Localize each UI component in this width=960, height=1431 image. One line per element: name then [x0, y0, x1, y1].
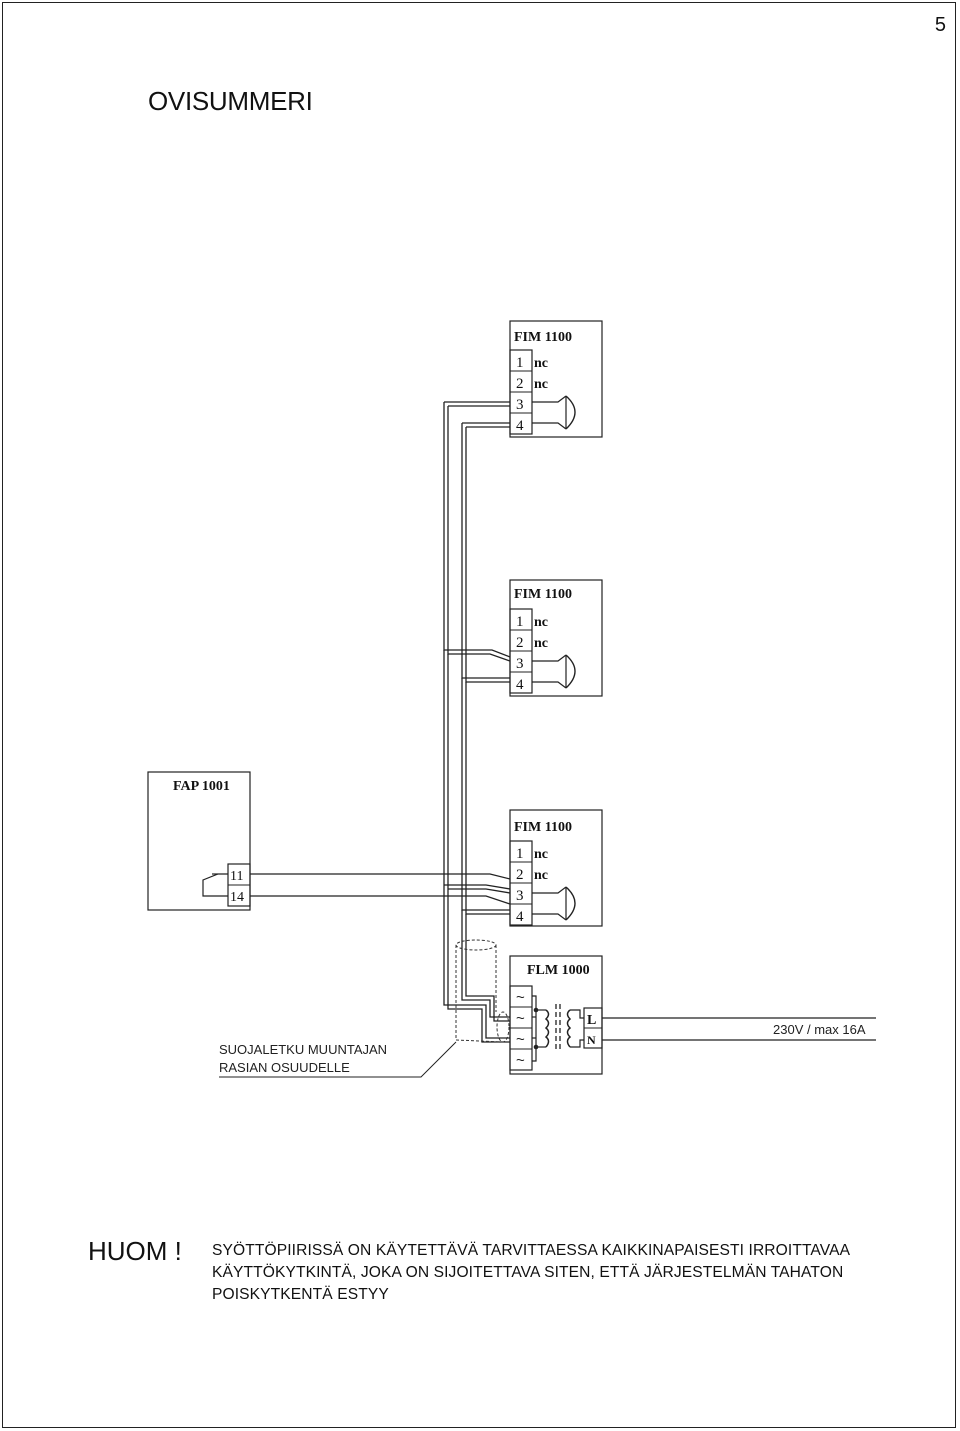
transformer-icon	[532, 995, 584, 1062]
nc-label: nc	[534, 615, 548, 630]
protective-conduit	[455, 939, 510, 1043]
fim-module-1: FIM 1100 1 2 3 4 nc nc	[509, 320, 603, 438]
nc-label: nc	[534, 868, 548, 883]
ac-input-3: ~	[516, 1031, 525, 1048]
terminal-2: 2	[516, 376, 524, 392]
terminal-4: 4	[516, 677, 524, 693]
supply-rating-label: 230V / max 16A	[773, 1022, 866, 1037]
bus-wiring	[250, 401, 511, 1043]
nc-label: nc	[534, 377, 548, 392]
conduit-note-line-2: RASIAN OSUUDELLE	[219, 1060, 350, 1075]
buzzer-icon	[532, 654, 576, 689]
ac-input-1: ~	[516, 989, 525, 1006]
nc-label: nc	[534, 847, 548, 862]
mains-l-terminal: L	[587, 1013, 596, 1028]
note-body: SYÖTTÖPIIRISSÄ ON KÄYTETTÄVÄ TARVITTAESS…	[212, 1240, 912, 1306]
fim-module-name: FIM 1100	[514, 587, 572, 602]
flm-module-name: FLM 1000	[527, 963, 590, 978]
buzzer-icon	[532, 886, 576, 921]
note-line-2: KÄYTTÖKYTKINTÄ, JOKA ON SIJOITETTAVA SIT…	[212, 1264, 844, 1281]
fim-module-name: FIM 1100	[514, 820, 572, 835]
fim-module-2: FIM 1100 1 2 3 4 nc nc	[509, 579, 603, 697]
fim-module-name: FIM 1100	[514, 330, 572, 345]
terminal-3: 3	[516, 656, 524, 672]
ac-input-4: ~	[516, 1052, 525, 1069]
page-number: 5	[934, 14, 946, 36]
note-line-3: POISKYTKENTÄ ESTYY	[212, 1286, 389, 1303]
conduit-note: SUOJALETKU MUUNTAJAN RASIAN OSUUDELLE	[219, 1041, 457, 1078]
note-heading: HUOM !	[88, 1236, 182, 1266]
buzzer-icon	[532, 395, 576, 430]
terminal-11: 11	[230, 869, 243, 884]
page-title: OVISUMMERI	[148, 86, 313, 116]
terminal-1: 1	[516, 355, 524, 371]
terminal-3: 3	[516, 397, 524, 413]
terminal-3: 3	[516, 888, 524, 904]
mains-supply: 230V / max 16A	[602, 1017, 876, 1041]
flm-module: FLM 1000 ~ ~ ~ ~ L N	[509, 955, 603, 1075]
fap-module: FAP 1001 11 14	[147, 771, 251, 911]
nc-label: nc	[534, 356, 548, 371]
terminal-4: 4	[516, 418, 524, 434]
conduit-note-line-1: SUOJALETKU MUUNTAJAN	[219, 1042, 387, 1057]
ac-input-2: ~	[516, 1010, 525, 1027]
terminal-2: 2	[516, 635, 524, 651]
terminal-1: 1	[516, 614, 524, 630]
fim-module-3: FIM 1100 1 2 3 4 nc nc	[509, 809, 603, 927]
mains-n-terminal: N	[587, 1033, 596, 1047]
nc-label: nc	[534, 636, 548, 651]
terminal-1: 1	[516, 846, 524, 862]
switch-contact-icon	[202, 873, 228, 897]
terminal-14: 14	[230, 890, 244, 905]
terminal-4: 4	[516, 909, 524, 925]
terminal-2: 2	[516, 867, 524, 883]
note-line-1: SYÖTTÖPIIRISSÄ ON KÄYTETTÄVÄ TARVITTAESS…	[212, 1242, 851, 1259]
fap-module-name: FAP 1001	[173, 779, 230, 794]
